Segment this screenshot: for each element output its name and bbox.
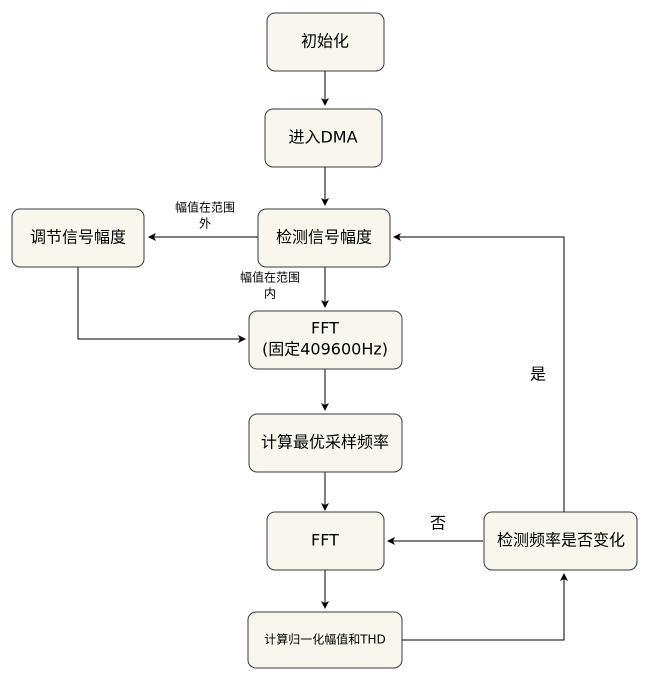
node-calc-optimal-rate-label: 计算最优采样频率 <box>261 433 389 452</box>
node-fft-fixed-line1: FFT <box>311 319 339 338</box>
label-in-range-line1: 幅值在范围 <box>240 270 300 285</box>
node-adjust-amplitude: 调节信号幅度 <box>11 208 145 268</box>
label-no: 否 <box>430 514 446 533</box>
node-fft: FFT <box>266 511 385 571</box>
node-calc-norm-thd: 计算归一化幅值和THD <box>247 611 403 669</box>
node-calc-optimal-rate: 计算最优采样频率 <box>248 413 403 473</box>
node-detect-amplitude: 检测信号幅度 <box>257 208 391 268</box>
label-out-of-range-line1: 幅值在范围 <box>175 200 235 215</box>
edge-detect-freq-to-detect-amplitude-yes <box>393 233 565 512</box>
node-fft-label: FFT <box>311 531 339 550</box>
node-fft-fixed: FFT (固定409600Hz) <box>248 310 403 370</box>
label-yes: 是 <box>530 365 546 384</box>
node-init: 初始化 <box>266 12 385 72</box>
node-detect-amplitude-label: 检测信号幅度 <box>276 228 372 247</box>
label-in-range-line2: 内 <box>264 287 276 301</box>
node-adjust-amplitude-label: 调节信号幅度 <box>30 228 126 247</box>
node-detect-freq-change-label: 检测频率是否变化 <box>497 531 625 550</box>
node-enter-dma-label: 进入DMA <box>288 128 357 147</box>
node-enter-dma: 进入DMA <box>264 108 383 168</box>
node-calc-norm-thd-label: 计算归一化幅值和THD <box>264 632 386 647</box>
node-init-label: 初始化 <box>301 32 349 51</box>
label-out-of-range-line2: 外 <box>199 217 211 231</box>
node-fft-fixed-line2: (固定409600Hz) <box>262 340 388 359</box>
edge-calc-thd-to-detect-freq <box>402 573 568 641</box>
node-detect-freq-change: 检测频率是否变化 <box>483 511 638 571</box>
edge-adjust-to-fft-fixed <box>77 267 246 343</box>
